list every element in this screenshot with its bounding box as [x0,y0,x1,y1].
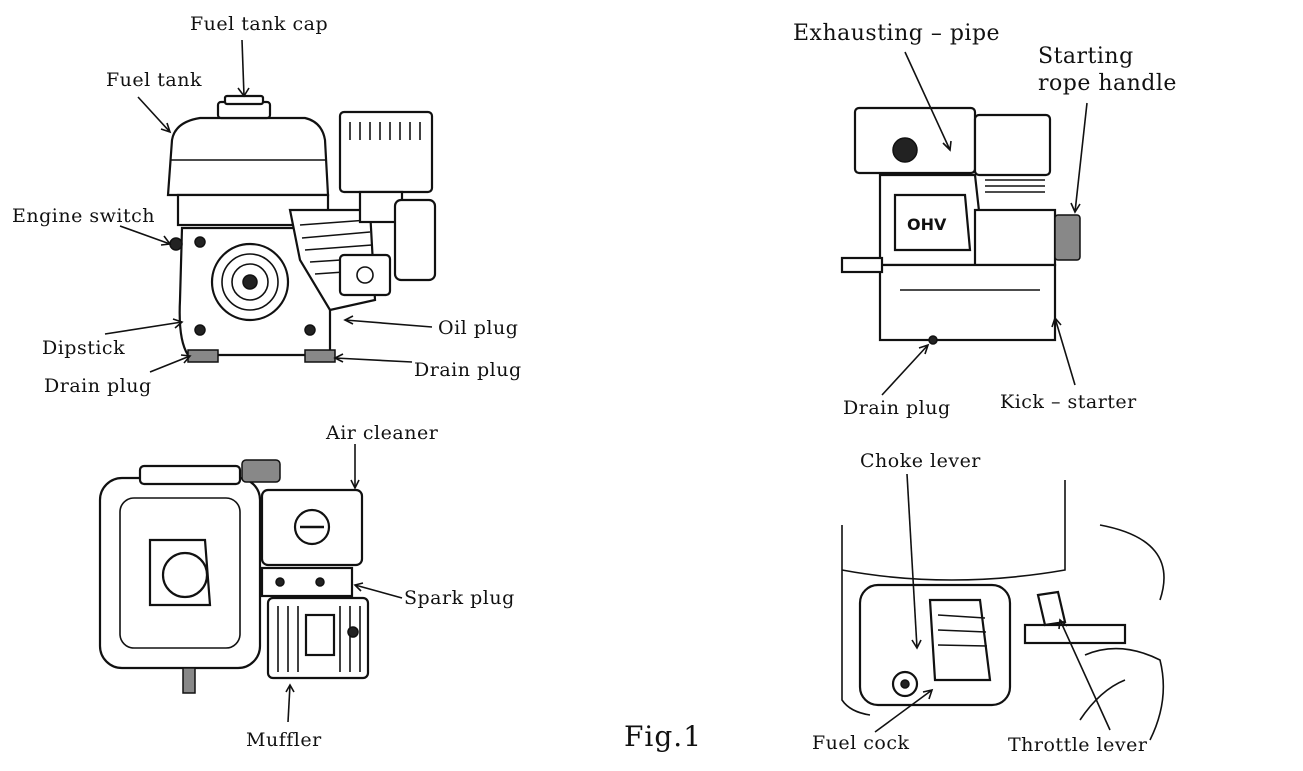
label-choke-lever: Choke lever [860,450,981,472]
label-muffler: Muffler [246,729,322,751]
label-starting-rope-handle-line2: rope handle [1038,71,1177,96]
side-view-leaders [881,51,1088,396]
label-kick-starter: Kick – starter [1000,391,1137,413]
label-engine-switch: Engine switch [12,205,155,227]
label-exhausting-pipe: Exhausting – pipe [793,21,1001,46]
front-view-engine [166,94,437,363]
closeup-leaders [874,473,1111,733]
label-air-cleaner: Air cleaner [326,422,439,444]
label-fuel-tank-cap: Fuel tank cap [190,13,329,35]
top-view-engine [98,459,370,694]
label-drain-plug-right: Drain plug [414,359,522,381]
top-view-leaders [285,444,403,723]
ohv-mark: OHV [907,215,947,234]
side-view-engine: OHV [840,106,1081,345]
figure-caption: Fig.1 [624,720,703,753]
label-drain-plug-side: Drain plug [843,397,951,419]
label-fuel-cock: Fuel cock [812,732,910,754]
label-throttle-lever: Throttle lever [1008,734,1148,756]
label-starting-rope-handle-line1: Starting [1038,44,1134,69]
label-dipstick: Dipstick [42,337,126,359]
label-drain-plug-left: Drain plug [44,375,152,397]
label-fuel-tank: Fuel tank [106,69,202,91]
front-view-leaders [104,39,433,373]
controls-closeup [841,480,1165,741]
label-spark-plug: Spark plug [404,587,515,609]
label-oil-plug: Oil plug [438,317,519,339]
